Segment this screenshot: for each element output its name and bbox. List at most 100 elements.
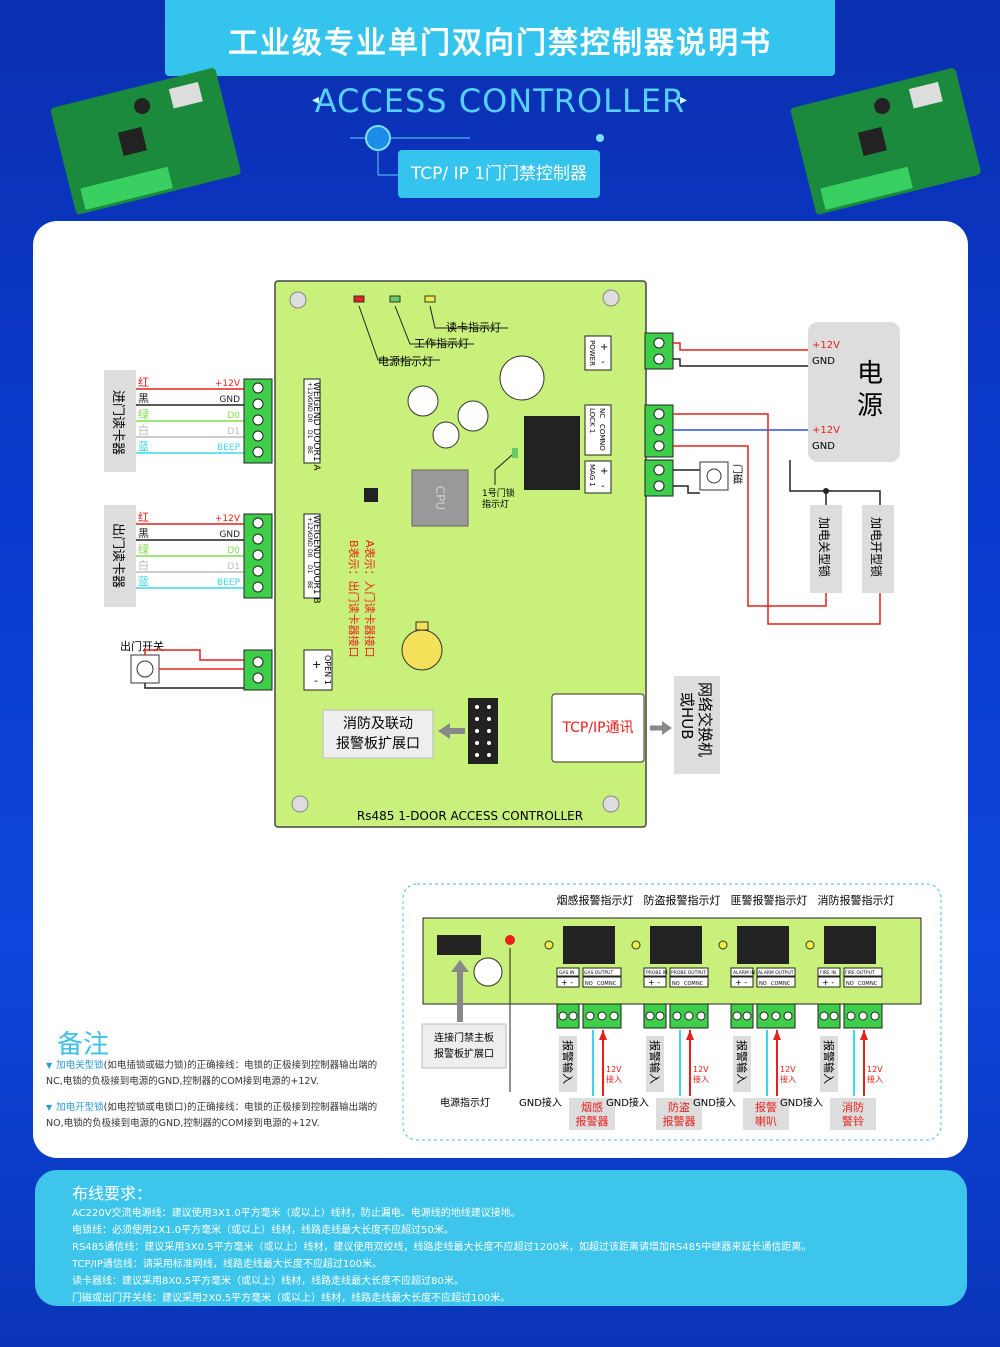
psu-label-2: 源 [857, 391, 883, 421]
relay-pin-label: NO [672, 981, 680, 987]
board-label: Rs485 1-DOOR ACCESS CONTROLLER [357, 809, 583, 823]
wiring-line: 门磁或出门开关线：建议采用2X0.5平方毫米（或以上）线材，线路走线最大长度不应… [72, 1293, 511, 1304]
note-fail-safe: ▼加电开型锁(如电控锁或电锁口)的正确接线：电锁的正极接到控制器输出端的NO,电… [46, 1102, 378, 1129]
note2-text: (如电控锁或电锁口)的正确接线：电锁的正极接到控制器输出端的NO,电锁的负极接到… [46, 1102, 378, 1129]
psu-g1: GND [812, 356, 835, 367]
pin-label: D0 [306, 414, 313, 423]
relay-pin-label: NC [609, 981, 617, 987]
power-terminal: POWER + - [584, 332, 674, 371]
wiring-panel [35, 1170, 967, 1306]
gnd-label: GND接入 [780, 1096, 823, 1109]
alarm-output-label: GAS OUTPUT [584, 970, 613, 976]
wiring-line: RS485通信线：建议采用3X0.5平方毫米（或以上）线材，建议使用双绞线，线路… [72, 1242, 812, 1253]
led-card-label: 读卡指示灯 [446, 320, 501, 334]
pin-label: +12V [306, 382, 313, 400]
led-work-label: 工作指示灯 [414, 336, 469, 350]
alarm-indicator-label: 防盗报警指示灯 [644, 893, 721, 907]
alarm-input-label: PROBE IN [646, 970, 667, 976]
psu-v1: +12V [812, 340, 840, 351]
reader-out-label: 出门读卡器 [110, 523, 125, 588]
wiring-line: AC220V交流电源线：建议使用3X1.0平方毫米（或以上）线材，防止漏电、电源… [72, 1208, 521, 1219]
mag-minus: - [601, 481, 605, 492]
alarm-input-label: FIRE IN [820, 970, 836, 976]
alarm-input-label: GAS IN [559, 970, 575, 976]
lock-port-label: LOCK 1 [588, 408, 596, 433]
alarm-output-label: ALARM OUTPUT [758, 970, 794, 976]
alarm-input-text: 报警输入 [822, 1040, 836, 1084]
v12-label: 接入 [606, 1074, 622, 1084]
svg-text:+ -: + - [822, 978, 834, 987]
wire-signal-label: +12V [215, 514, 241, 524]
v12-label: 接入 [780, 1074, 796, 1084]
v12-label: 12V [780, 1065, 796, 1074]
wire-color-label: 白 [138, 558, 149, 572]
alarm-device-label-1: 报警 [755, 1100, 777, 1114]
pcb-image-left [50, 68, 241, 215]
power-port-label: POWER [588, 340, 596, 366]
alarm-indicator-label: 匪警报警指示灯 [731, 893, 808, 907]
v12-label: 接入 [867, 1074, 883, 1084]
power-plus: + [600, 342, 608, 353]
alarm-indicator-label: 消防报警指示灯 [818, 893, 895, 907]
wire-color-label: 红 [138, 376, 149, 389]
relay-pin-label: COM [597, 981, 609, 987]
note-fail-secure: ▼加电关型锁(如电插锁或磁力锁)的正确接线：电锁的正极接到控制器输出端的NC,电… [46, 1060, 378, 1087]
page-title: 工业级专业单门双向门禁控制器说明书 [228, 26, 772, 61]
fire-port-label-2: 报警板扩展口 [336, 736, 420, 752]
pin-label: GND [306, 398, 313, 412]
alarm-device-label-2: 喇叭 [755, 1114, 777, 1128]
alarm-board-frame [402, 883, 942, 1141]
gnd-label: GND接入 [606, 1096, 649, 1109]
pin-label: D1 [306, 430, 313, 439]
port-a-label: WEIGEND DOOR1 A [311, 382, 321, 471]
alarm-power-led-label: 电源指示灯 [440, 1096, 490, 1109]
door-led-label-1: 1号门锁 [482, 487, 515, 499]
lock-no: NO [598, 440, 606, 451]
relay-pin-label: NC [696, 981, 704, 987]
alarm-input-label: ALARM IN [733, 970, 755, 976]
door-sensor-label: 门磁 [731, 464, 744, 484]
note1-highlight: 加电关型锁 [56, 1060, 104, 1071]
wire-color-label: 白 [138, 423, 149, 437]
gnd-label: GND接入 [519, 1096, 562, 1109]
led-power-label: 电源指示灯 [378, 354, 433, 368]
pcb-image-right [790, 68, 981, 215]
tab-tcpip: TCP/ IP 1门门禁控制器 [398, 150, 600, 198]
wire-color-label: 红 [138, 511, 149, 524]
fire-port-label-1: 消防及联动 [343, 716, 413, 732]
alarm-input-text: 报警输入 [561, 1040, 575, 1084]
pin-label: BE [306, 446, 313, 454]
pin-label: +12V [306, 517, 313, 535]
alarm-device-label-1: 消防 [842, 1100, 864, 1114]
wire-signal-label: +12V [215, 379, 241, 389]
port-b-label: WEIGEND DOOR1 B [311, 515, 321, 604]
lock-fail-safe-label: 加电开型锁 [869, 517, 884, 577]
open-port-label: OPEN 1 [323, 655, 332, 685]
alarm-indicator-label: 烟感报警指示灯 [557, 893, 634, 907]
mag-port-label: MAG 1 [588, 464, 596, 487]
wire-signal-label: D1 [227, 562, 240, 572]
exit-button-label: 出门开关 [120, 639, 164, 653]
network-label-1: 网络交换机 [696, 682, 714, 757]
door-led-label-2: 指示灯 [482, 498, 509, 510]
pin-label: BE [306, 581, 313, 589]
wire-signal-label: D1 [227, 427, 240, 437]
v12-label: 接入 [693, 1074, 709, 1084]
header-decor [50, 68, 981, 215]
exit-minus: - [314, 674, 318, 687]
wiring-title: 布线要求： [72, 1184, 153, 1203]
v12-label: 12V [693, 1065, 709, 1074]
wire-color-label: 绿 [138, 407, 149, 421]
alarm-input-text: 报警输入 [735, 1040, 749, 1084]
relay-pin-label: NC [870, 981, 878, 987]
connect-label-2: 报警板扩展口 [434, 1047, 494, 1060]
v12-label: 12V [867, 1065, 883, 1074]
psu-g2: GND [812, 441, 835, 452]
gnd-label: GND接入 [693, 1096, 736, 1109]
wiring-line: 电锁线：必须使用2X1.0平方毫米（或以上）线材，线路走线最大长度不应超过50米… [72, 1225, 454, 1236]
v12-label: 12V [606, 1065, 622, 1074]
svg-text:+ -: + - [561, 978, 573, 987]
mag-plus: + [600, 466, 608, 477]
cpu-label: CPU [433, 486, 447, 510]
svg-text:+ -: + - [735, 978, 747, 987]
